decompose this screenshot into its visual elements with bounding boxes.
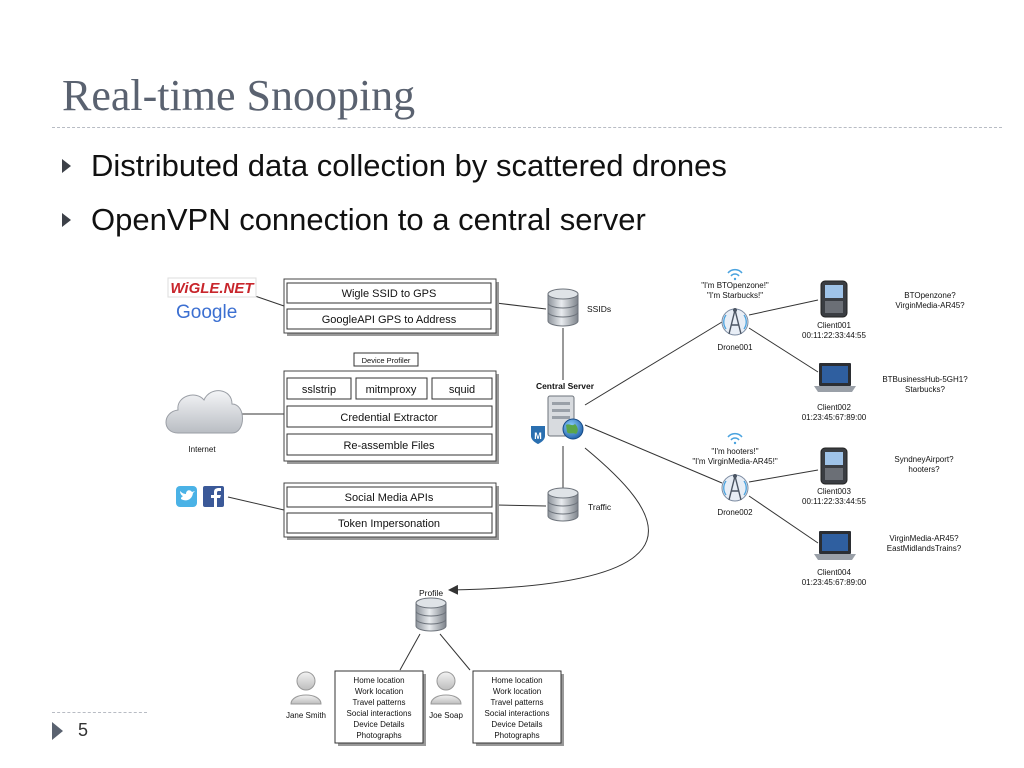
profile-field: Photographs	[494, 731, 539, 740]
svg-text:Google: Google	[176, 302, 237, 323]
svg-text:WiGLE.NET: WiGLE.NET	[170, 280, 255, 297]
page-number: 5	[78, 720, 89, 740]
credential-extractor-box: Credential Extractor	[340, 412, 438, 424]
google-logo: Google	[176, 302, 237, 323]
facebook-icon	[203, 486, 224, 507]
social-group: Social Media APIs Token Impersonation	[283, 482, 499, 540]
client4-probe-2: EastMidlandsTrains?	[887, 544, 962, 553]
client4-name: Client004	[817, 568, 851, 577]
profile-field: Social interactions	[347, 709, 412, 718]
database-icon	[547, 288, 579, 327]
central-server-label: Central Server	[536, 381, 595, 391]
title-divider	[52, 127, 1002, 128]
client3-probe-1: SyndneyAirport?	[894, 455, 954, 464]
device-profiler-tag: Device Profiler	[353, 352, 419, 367]
token-impersonation-box: Token Impersonation	[338, 518, 440, 530]
laptop-icon	[814, 531, 856, 560]
internet-label: Internet	[188, 445, 216, 454]
wifi-icon	[727, 432, 743, 445]
person-jane-smith: Jane Smith	[286, 711, 326, 720]
person-icon	[290, 671, 322, 705]
laptop-icon	[814, 363, 856, 392]
bullet-arrow-icon	[62, 213, 71, 227]
footer-arrow-icon	[52, 722, 63, 740]
squid-box: squid	[449, 384, 475, 396]
mitmproxy-box: mitmproxy	[366, 384, 417, 396]
profile-card: Home location Work location Travel patte…	[334, 670, 426, 746]
bullet-arrow-icon	[62, 159, 71, 173]
wifi-icon	[727, 268, 743, 281]
bullet-text: Distributed data collection by scattered…	[91, 148, 727, 183]
bullet-item: OpenVPN connection to a central server	[62, 200, 646, 240]
wigle-ssid-to-gps-box: Wigle SSID to GPS	[342, 288, 437, 300]
profile-field: Device Details	[353, 720, 404, 729]
profile-field: Device Details	[491, 720, 542, 729]
profile-field: Social interactions	[485, 709, 550, 718]
drone2-quote-1: "I'm hooters!"	[711, 447, 758, 456]
profile-field: Travel patterns	[490, 698, 543, 707]
drone2-quote-2: "I'm VirginMedia-AR45!"	[692, 457, 777, 466]
reassemble-files-box: Re-assemble Files	[343, 440, 435, 452]
twitter-icon	[176, 486, 197, 507]
client2-name: Client002	[817, 403, 851, 412]
footer-divider	[52, 712, 147, 713]
profile-field: Photographs	[356, 731, 401, 740]
ssids-db-label: SSIDs	[587, 304, 611, 314]
client4-mac: 01:23:45:67:89:00	[802, 578, 867, 587]
client3-name: Client003	[817, 487, 851, 496]
client1-probe-2: VirginMedia-AR45?	[895, 301, 965, 310]
bullet-item: Distributed data collection by scattered…	[62, 146, 727, 186]
client1-probe-1: BTOpenzone?	[904, 291, 956, 300]
client2-probe-1: BTBusinessHub-5GH1?	[882, 375, 968, 384]
wigle-logo: WiGLE.NET	[167, 277, 257, 298]
phone-icon	[820, 280, 848, 318]
client2-probe-2: Starbucks?	[905, 385, 946, 394]
processing-group: sslstrip mitmproxy squid Credential Extr…	[283, 370, 499, 464]
antenna-icon	[721, 474, 749, 502]
svg-text:M: M	[534, 431, 542, 441]
geo-group: Wigle SSID to GPS GoogleAPI GPS to Addre…	[283, 278, 499, 336]
bullet-text: OpenVPN connection to a central server	[91, 202, 646, 237]
client4-probe-1: VirginMedia-AR45?	[889, 534, 959, 543]
profile-field: Work location	[355, 687, 403, 696]
slide-title: Real-time Snooping	[62, 71, 416, 120]
traffic-db-label: Traffic	[588, 502, 612, 512]
metasploit-shield-icon: M	[531, 426, 545, 444]
drone1-quote-1: "I'm BTOpenzone!"	[701, 281, 769, 290]
connector-lines	[227, 295, 819, 671]
drone1-quote-2: "I'm Starbucks!"	[707, 291, 763, 300]
profile-field: Work location	[493, 687, 541, 696]
person-joe-soap: Joe Soap	[429, 711, 463, 720]
client1-name: Client001	[817, 321, 851, 330]
client3-mac: 00:11:22:33:44:55	[802, 497, 866, 506]
sslstrip-box: sslstrip	[302, 384, 336, 396]
social-media-apis-box: Social Media APIs	[345, 492, 434, 504]
profile-field: Travel patterns	[352, 698, 405, 707]
profile-db-label: Profile	[419, 588, 443, 598]
drone1-label: Drone001	[717, 343, 753, 352]
client3-probe-2: hooters?	[908, 465, 940, 474]
profile-field: Home location	[491, 676, 542, 685]
database-icon	[547, 487, 579, 522]
client2-mac: 01:23:45:67:89:00	[802, 413, 867, 422]
antenna-icon	[721, 308, 749, 336]
person-icon	[430, 671, 462, 705]
phone-icon	[820, 447, 848, 485]
client1-mac: 00:11:22:33:44:55	[802, 331, 866, 340]
database-icon	[415, 597, 447, 632]
profile-card: Home location Work location Travel patte…	[472, 670, 564, 746]
svg-text:Device Profiler: Device Profiler	[362, 356, 411, 365]
drone2-label: Drone002	[717, 508, 753, 517]
cloud-icon	[165, 390, 243, 434]
globe-icon	[562, 418, 584, 440]
googleapi-gps-to-address-box: GoogleAPI GPS to Address	[322, 314, 457, 326]
profile-field: Home location	[353, 676, 404, 685]
